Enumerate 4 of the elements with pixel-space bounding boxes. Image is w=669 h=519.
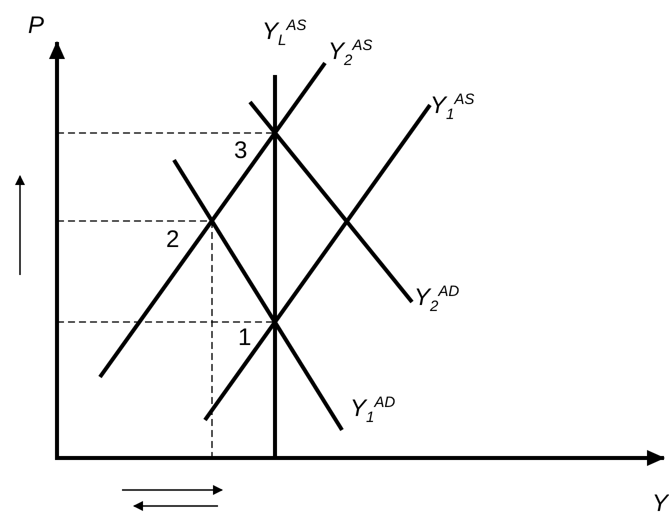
point-number: 2 xyxy=(166,228,180,252)
point-number: 3 xyxy=(234,139,248,163)
point-number: 1 xyxy=(238,326,252,350)
axis-label: P xyxy=(28,14,44,38)
